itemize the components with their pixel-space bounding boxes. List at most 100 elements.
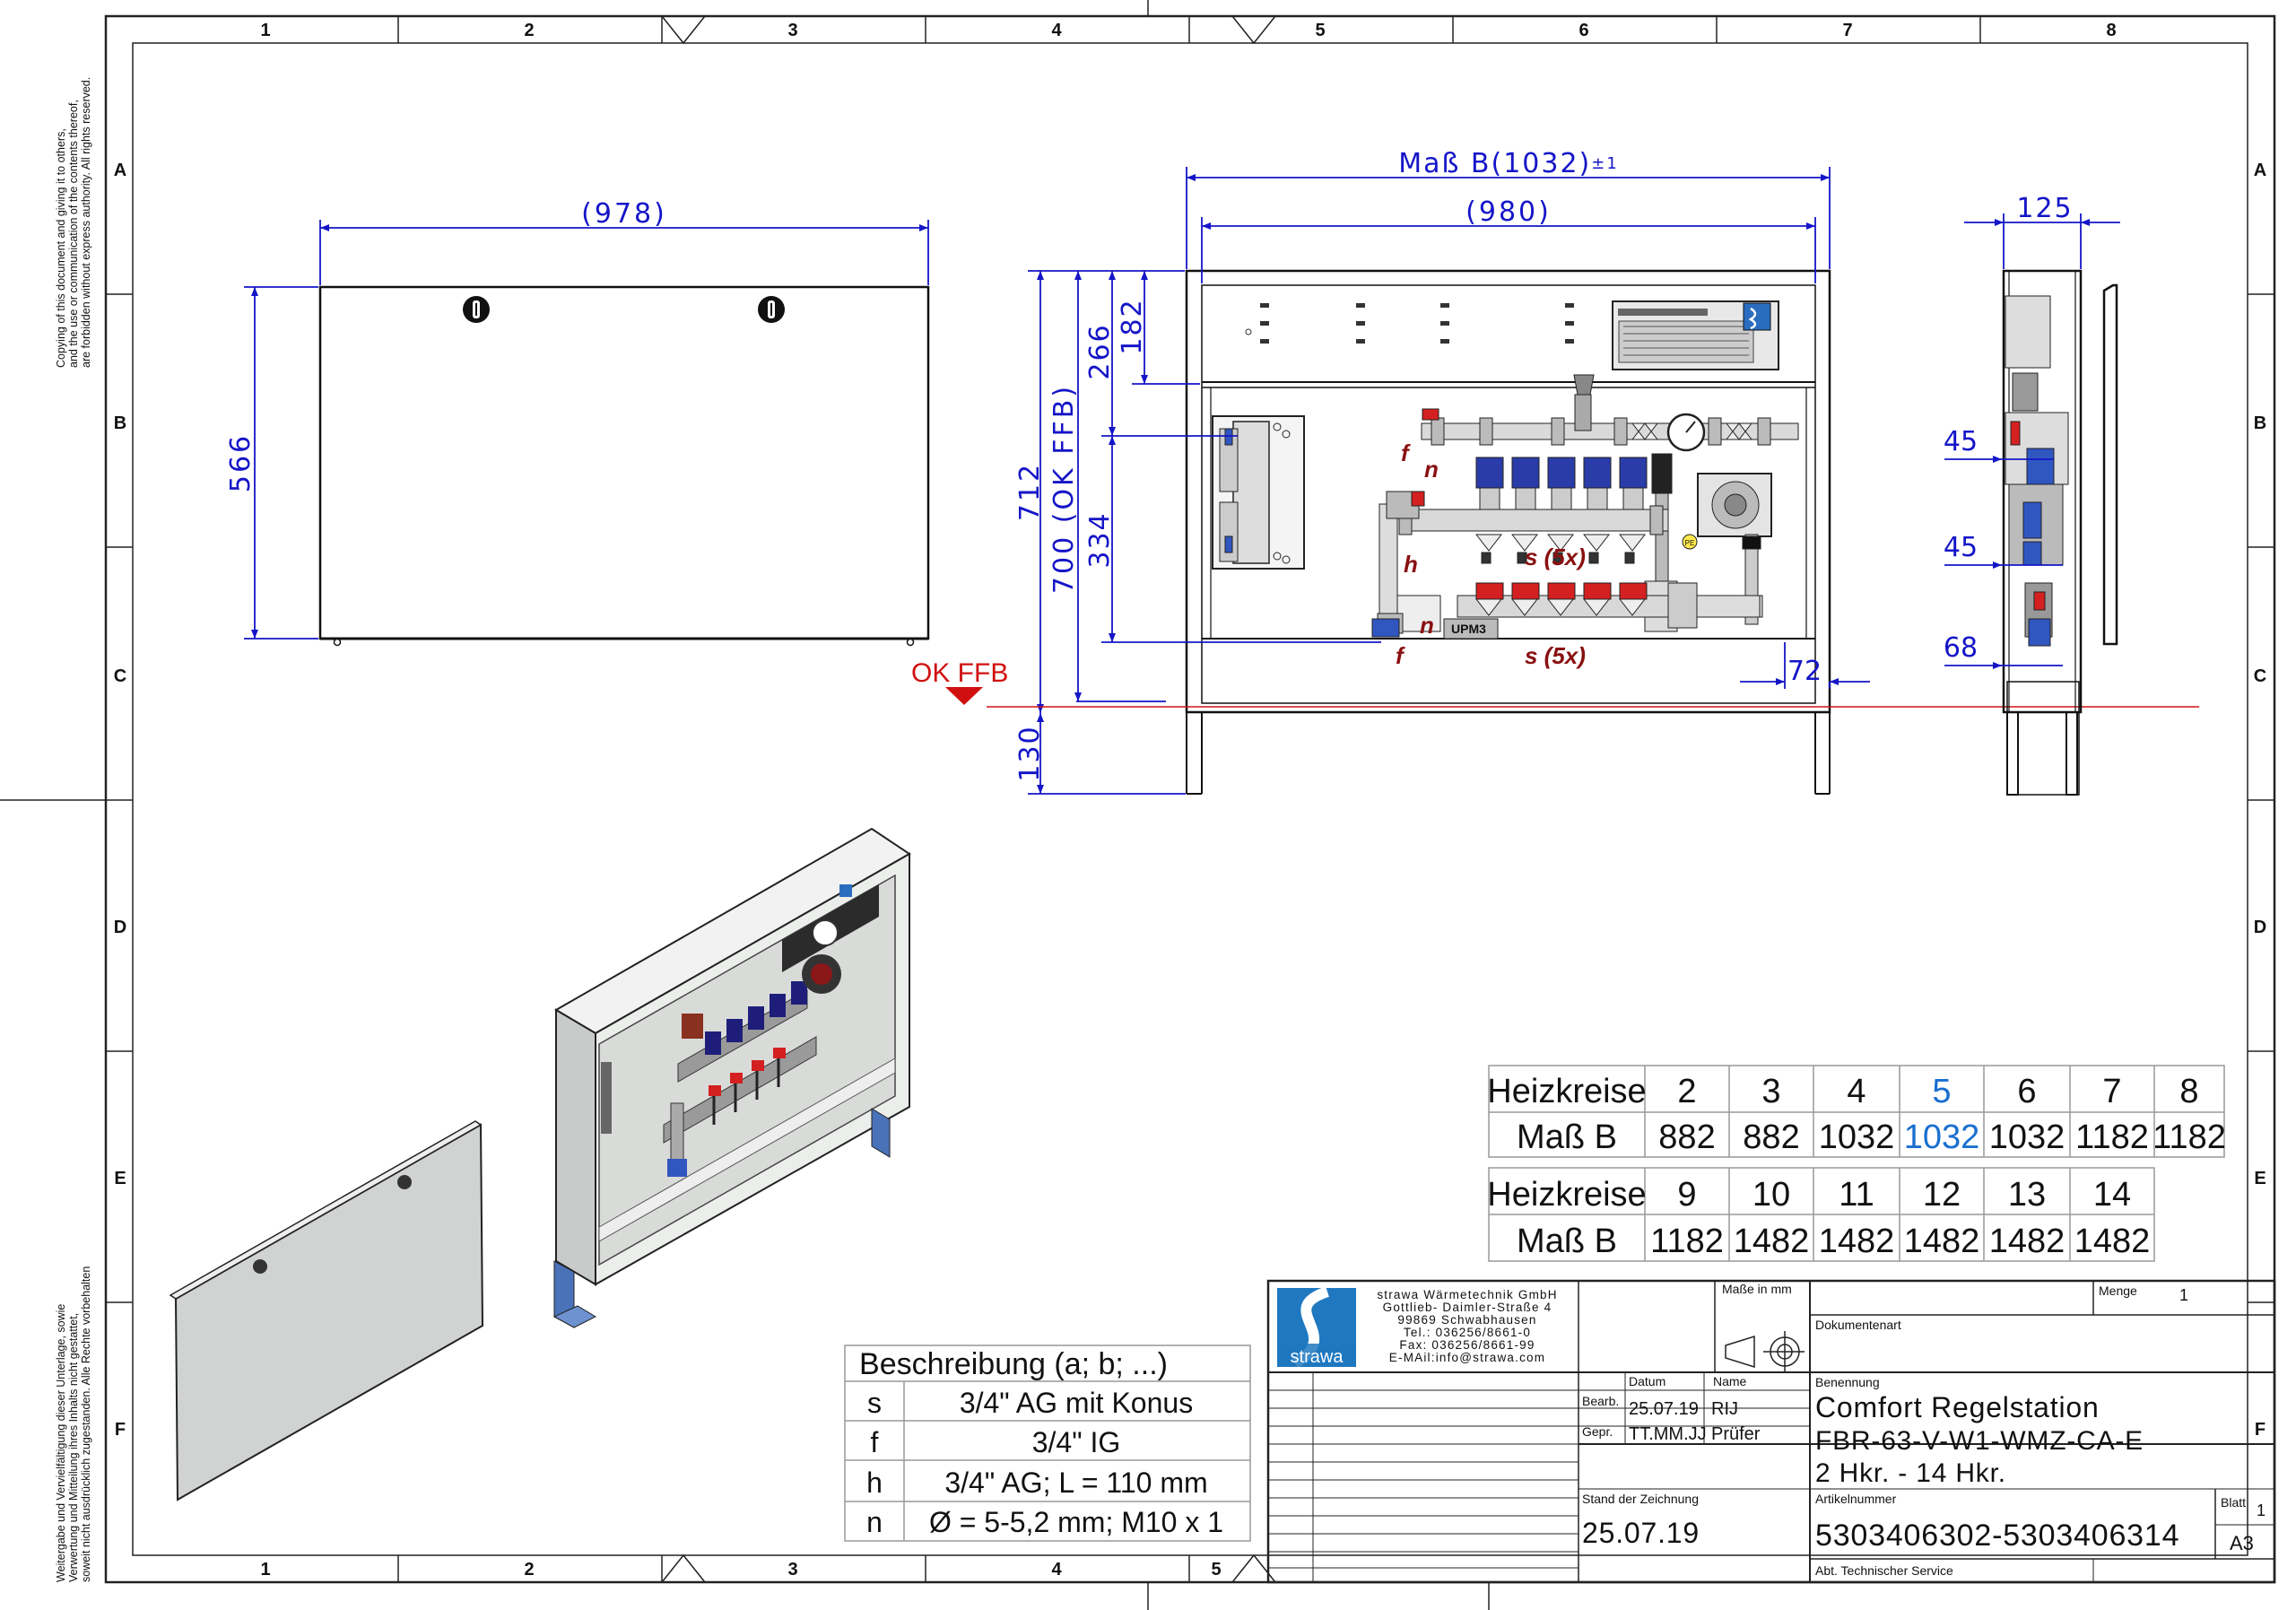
pump-label: UPM3 — [1451, 622, 1486, 636]
column-label: 2 — [524, 1560, 534, 1580]
masse-label: Maße in mm — [1722, 1282, 1792, 1296]
column-label: 3 — [787, 1560, 797, 1580]
table-row-label: Maß B — [1517, 1223, 1617, 1260]
heizkreise-value: 9 — [1677, 1176, 1696, 1214]
bearb-date: 25.07.19 — [1629, 1399, 1699, 1419]
projection-symbol-icon — [1725, 1331, 1805, 1372]
label-h: h — [1404, 551, 1418, 578]
svg-text:Copying of this document and g: Copying of this document and giving it t… — [55, 128, 67, 368]
left-bracket — [1212, 415, 1305, 570]
dim-door-width: (978) — [581, 198, 667, 230]
dim-266: 266 — [1084, 323, 1116, 379]
mass-b-value: 1482 — [1819, 1223, 1895, 1260]
row-label: D — [2254, 918, 2266, 937]
artikel-label: Artikelnummer — [1815, 1492, 1897, 1506]
abteilung-label: Abt. Technischer Service — [1815, 1563, 1953, 1578]
pe-marker: PE — [1685, 539, 1695, 547]
heizkreise-value: 7 — [2102, 1073, 2121, 1110]
svg-text:Fax: 036256/8661-99: Fax: 036256/8661-99 — [1399, 1338, 1535, 1352]
table-row-label: Maß B — [1517, 1118, 1617, 1156]
row-label: A — [114, 161, 126, 180]
heizkreise-value: 10 — [1752, 1176, 1790, 1214]
door-lock-icon — [463, 296, 490, 323]
bearb-label: Bearb. — [1582, 1394, 1619, 1408]
heizkreise-value: 8 — [2179, 1073, 2198, 1110]
mass-b-value: 882 — [1658, 1118, 1715, 1156]
description-key: n — [866, 1506, 883, 1538]
row-label: E — [114, 1169, 126, 1188]
dim-side-depth: 125 — [2016, 193, 2073, 224]
row-label: F — [115, 1420, 126, 1440]
dim-130: 130 — [1014, 725, 1046, 781]
controller-box — [1612, 300, 1779, 370]
label-f: f — [1401, 439, 1411, 466]
heizkreise-value: 3 — [1761, 1073, 1780, 1110]
column-label: 4 — [1051, 1560, 1062, 1580]
column-label: 6 — [1578, 21, 1588, 40]
dim-mass-b: Maß B(1032)±1 — [1398, 148, 1619, 179]
mass-b-value: 1032 — [1989, 1118, 2066, 1156]
row-label: A — [2254, 161, 2266, 180]
description-key: h — [866, 1466, 883, 1499]
column-label: 8 — [2106, 21, 2116, 40]
datum-label: Datum — [1629, 1374, 1665, 1388]
description-table: Beschreibung (a; b; ...) s 3/4" AG mit K… — [844, 1345, 1251, 1542]
floor-level-marker — [945, 687, 983, 705]
red-valve-row — [1475, 582, 1648, 600]
label-s: s (5x) — [1525, 544, 1586, 570]
dim-72: 72 — [1787, 656, 1822, 687]
mass-b-value: 1482 — [1989, 1223, 2066, 1260]
column-label: 5 — [1211, 1560, 1221, 1580]
svg-text:are forbidden without express: are forbidden without express authority.… — [80, 77, 92, 368]
svg-text:soweit nicht ausdrücklich zuge: soweit nicht ausdrücklich zugestanden. A… — [80, 1266, 92, 1582]
title-block: strawa strawa Wärmetechnik GmbH Gottlieb… — [1266, 1279, 2276, 1584]
label-n: n — [1420, 612, 1434, 639]
dokumentenart-label: Dokumentenart — [1815, 1318, 1901, 1332]
mass-b-value: 1482 — [1904, 1223, 1980, 1260]
description-value: 3/4" AG mit Konus — [960, 1387, 1193, 1419]
menge-value: 1 — [2179, 1286, 2188, 1304]
mass-b-value: 1182 — [1650, 1223, 1724, 1260]
company-address: strawa Wärmetechnik GmbH Gottlieb- Daiml… — [1377, 1288, 1557, 1364]
heizkreise-value: 14 — [2093, 1176, 2131, 1214]
dim-45: 45 — [1944, 426, 1978, 457]
bearb-name: RIJ — [1711, 1399, 1738, 1419]
dim-700: 700 (OK FFB) — [1048, 384, 1080, 594]
format-value: A3 — [2230, 1532, 2254, 1554]
ok-ffb-label: OK FFB — [911, 658, 1008, 688]
mass-b-value: 1032 — [1904, 1118, 1980, 1156]
blatt-value: 1 — [2257, 1501, 2266, 1519]
svg-text:Weitergabe und Vervielfältigun: Weitergabe und Vervielfältigung dieser U… — [55, 1304, 67, 1582]
column-label: 3 — [787, 21, 797, 40]
svg-text:99869 Schwabhausen: 99869 Schwabhausen — [1397, 1313, 1536, 1327]
column-label: 5 — [1315, 21, 1325, 40]
description-value: Ø = 5-5,2 mm; M10 x 1 — [929, 1506, 1223, 1538]
benennung-label: Benennung — [1815, 1375, 1880, 1389]
dim-334: 334 — [1084, 511, 1116, 568]
heizkreise-value: 4 — [1847, 1073, 1866, 1110]
stand-label: Stand der Zeichnung — [1582, 1492, 1699, 1506]
row-label: B — [2254, 413, 2266, 433]
column-label: 4 — [1051, 21, 1062, 40]
label-n: n — [1424, 456, 1439, 483]
drawing-title: Comfort Regelstation — [1815, 1391, 2100, 1423]
svg-text:strawa Wärmetechnik GmbH: strawa Wärmetechnik GmbH — [1377, 1288, 1557, 1301]
menge-label: Menge — [2099, 1284, 2137, 1298]
column-label: 7 — [1842, 21, 1852, 40]
mass-b-value: 1182 — [2075, 1118, 2149, 1156]
strawa-logo: strawa — [1277, 1286, 1356, 1369]
row-labels: A B C D E F A B C D E F — [114, 161, 2266, 1440]
table-row-label: Heizkreise — [1487, 1176, 1646, 1214]
heizkreise-value: 6 — [2017, 1073, 2036, 1110]
row-label: B — [114, 413, 126, 433]
mass-b-value: 1032 — [1819, 1118, 1895, 1156]
row-label: D — [114, 918, 126, 937]
row-label: C — [2254, 666, 2266, 686]
name-label: Name — [1713, 1374, 1747, 1388]
heizkreise-value: 11 — [1839, 1176, 1874, 1214]
stand-value: 25.07.19 — [1582, 1517, 1700, 1549]
description-header: Beschreibung (a; b; ...) — [859, 1347, 1168, 1381]
row-label: C — [114, 666, 126, 686]
dim-inner-width: (980) — [1465, 196, 1552, 228]
